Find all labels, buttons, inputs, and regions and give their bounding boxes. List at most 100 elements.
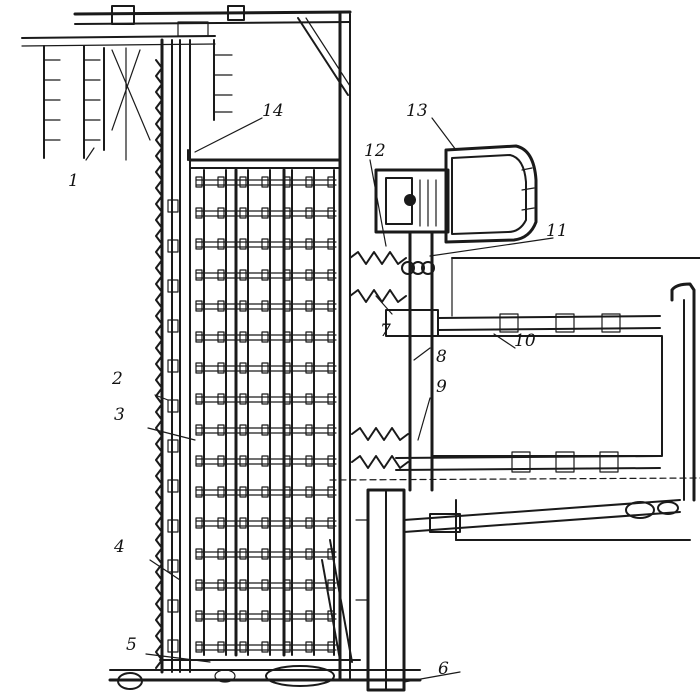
- slat-clip: [283, 641, 291, 653]
- chain-lug: [167, 559, 179, 573]
- slat-clip: [261, 393, 269, 405]
- slat-clip: [327, 579, 335, 591]
- slat-clip: [283, 579, 291, 591]
- slat-clip: [239, 269, 247, 281]
- slat-clip: [239, 207, 247, 219]
- slat-clip: [261, 238, 269, 250]
- slat-clip: [239, 176, 247, 188]
- slat-clip: [305, 176, 313, 188]
- slat-clip: [305, 393, 313, 405]
- right-frame: [329, 257, 700, 541]
- slat-clip: [195, 331, 203, 343]
- chain-lug: [167, 199, 179, 213]
- slat-clip: [305, 548, 313, 560]
- slat-clip: [217, 362, 225, 374]
- slat-clip: [217, 455, 225, 467]
- slat-clip: [327, 176, 335, 188]
- slat-clip: [195, 579, 203, 591]
- slat-clip: [261, 331, 269, 343]
- slat-clip: [283, 455, 291, 467]
- slat-clip: [195, 238, 203, 250]
- slat-clip: [195, 548, 203, 560]
- slat-clip: [327, 238, 335, 250]
- slat-clip: [195, 424, 203, 436]
- slat-clip: [239, 424, 247, 436]
- slat-clip: [195, 641, 203, 653]
- callout-1: 1: [68, 171, 79, 191]
- main-frame: [155, 12, 351, 682]
- slat-clip: [327, 269, 335, 281]
- chain-lug: [167, 519, 179, 533]
- slat-clip: [239, 238, 247, 250]
- slat-clip: [195, 300, 203, 312]
- slat-clip: [217, 610, 225, 622]
- chain-lug: [167, 439, 179, 453]
- slat-clip: [327, 207, 335, 219]
- slat-clip: [261, 455, 269, 467]
- slat-clip: [195, 517, 203, 529]
- callout-2: 2: [111, 369, 123, 389]
- callout-6: 6: [438, 659, 449, 679]
- callout-9: 9: [436, 377, 447, 397]
- slat-clip: [195, 176, 203, 188]
- slat-clip: [217, 238, 225, 250]
- slat-clip: [261, 610, 269, 622]
- slat-clip: [305, 424, 313, 436]
- slat-clip: [217, 300, 225, 312]
- slat-clip: [195, 393, 203, 405]
- chain-lug: [167, 359, 179, 373]
- slat-clip: [283, 393, 291, 405]
- slat-clip: [283, 610, 291, 622]
- slat-clip: [195, 269, 203, 281]
- chain-lug: [167, 319, 179, 333]
- slat-clip: [305, 486, 313, 498]
- callout-3: 3: [114, 405, 125, 425]
- slat-clip: [261, 269, 269, 281]
- slat-clip: [283, 486, 291, 498]
- slat-clip: [327, 641, 335, 653]
- slat-clip: [217, 424, 225, 436]
- slat-clip: [305, 331, 313, 343]
- right-comb: [213, 39, 233, 121]
- slat-clip: [305, 455, 313, 467]
- slat-clip: [283, 331, 291, 343]
- slat-clip: [261, 300, 269, 312]
- slat-clip: [195, 455, 203, 467]
- slat-clip: [195, 362, 203, 374]
- slat-clip: [217, 393, 225, 405]
- slat-clip: [305, 641, 313, 653]
- slat-clip: [327, 300, 335, 312]
- callout-13: 13: [406, 101, 428, 121]
- callout-5: 5: [126, 635, 137, 655]
- slat-clip: [195, 610, 203, 622]
- slat-clip: [261, 362, 269, 374]
- slat-clip: [305, 610, 313, 622]
- callout-labels: 1 2 3 4 5 6 7 8 9 10 11 12 13 14: [68, 101, 568, 679]
- conveyor-grid: [167, 168, 337, 657]
- slat-clip: [239, 548, 247, 560]
- slat-clip: [305, 517, 313, 529]
- slat-clip: [217, 517, 225, 529]
- slat-clip: [217, 641, 225, 653]
- slat-clip: [217, 579, 225, 591]
- slat-clip: [239, 300, 247, 312]
- slat-clip: [327, 424, 335, 436]
- chain-lug: [167, 399, 179, 413]
- bottom-frame: [108, 488, 681, 692]
- slat-clip: [239, 517, 247, 529]
- slat-clip: [283, 517, 291, 529]
- callout-12: 12: [364, 141, 386, 161]
- slat-clip: [283, 238, 291, 250]
- chain-lug: [167, 599, 179, 613]
- slat-clip: [239, 393, 247, 405]
- slat-clip: [305, 238, 313, 250]
- chain-lug: [167, 639, 179, 653]
- slat-clip: [261, 517, 269, 529]
- slat-clip: [261, 486, 269, 498]
- slat-clip: [239, 455, 247, 467]
- slat-clip: [239, 486, 247, 498]
- chain-lug: [167, 239, 179, 253]
- slat-clip: [283, 424, 291, 436]
- slat-clip: [327, 486, 335, 498]
